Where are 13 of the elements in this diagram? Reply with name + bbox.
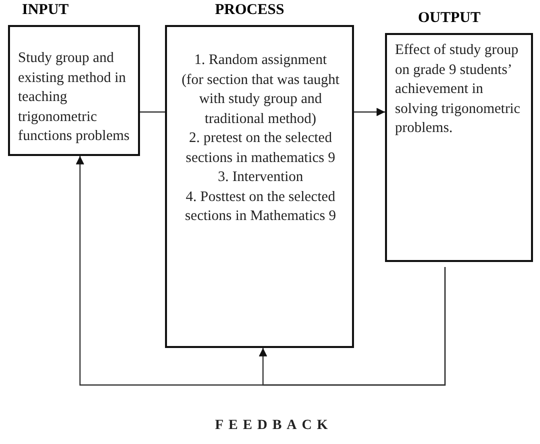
stage-text: Study group and existing method in teaching trigonometric functions problems — [18, 49, 131, 146]
stage-text: 3. Intervention — [216, 168, 304, 187]
arrow — [354, 108, 385, 116]
stage-text: Effect of study group on grade 9 students’ achievement in solving trigonometric problems. — [395, 41, 522, 138]
stage-text: (for section that was taught with study group and traditional method) — [180, 70, 340, 128]
column-heading: PROCESS — [214, 1, 286, 20]
arrow — [258, 267, 446, 386]
column-heading: OUTPUT — [417, 9, 482, 28]
stage-text: 4. Posttest on the selected sections in Mathematics 9 — [184, 188, 337, 226]
feedback-label: FEEDBACK — [215, 418, 333, 434]
stage-text: 1. Random assignment — [193, 51, 328, 70]
column-heading: INPUT — [21, 1, 70, 20]
stage-text: 2. pretest on the selected sections in mathematics 9 — [184, 129, 336, 168]
